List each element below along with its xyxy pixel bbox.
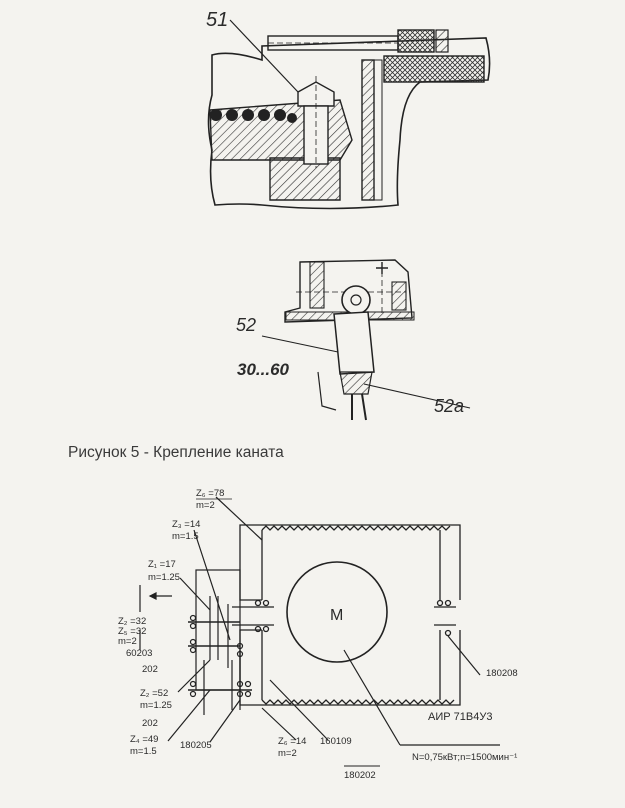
callout-52a: 52а <box>434 396 464 416</box>
gear-z14b-module: m=2 <box>278 748 297 759</box>
gear-z78-module: m=2 <box>196 500 215 511</box>
bearing-180205: 180205 <box>180 740 212 751</box>
gearbox-housing <box>195 569 241 691</box>
drum-zigzag-top <box>261 525 451 531</box>
motor-model: АИР 71В4У3 <box>428 711 492 723</box>
clevis-eye <box>341 285 371 315</box>
vertical-plate <box>361 59 375 201</box>
rope-sleeve <box>333 311 375 375</box>
drum-frame-lower <box>239 629 461 706</box>
housing-outline <box>207 37 491 210</box>
gear-z52-module: m=1.25 <box>140 700 172 711</box>
gear-z17: Z₁ =17 <box>148 559 176 570</box>
drum-frame-left <box>239 524 461 601</box>
gear-z14b: Z₆ =14 <box>278 736 306 747</box>
rope-fastening-drawing: 51 52 30...60 52а <box>206 9 491 421</box>
motor-rating: N=0,75кВт;n=1500мин⁻¹ <box>412 752 517 763</box>
gear-z49: Z₄ =49 <box>130 734 158 745</box>
bearing-60203: 60203 <box>126 648 152 659</box>
bearing-180208: 180208 <box>486 668 518 679</box>
gear-z17-module: m=1.25 <box>148 572 180 583</box>
gear-z49-module: m=1.5 <box>130 746 157 757</box>
gear-z14a: Z₃ =14 <box>172 519 200 530</box>
gear-z32: Z₂ =32 <box>118 616 146 627</box>
gear-z32-module: m=2 <box>118 636 137 647</box>
clamp-block <box>383 55 485 83</box>
gear-z52: Z₂ =52 <box>140 688 168 699</box>
motor-label: M <box>330 607 343 624</box>
bearing-202-a: 202 <box>142 664 158 675</box>
bolt <box>297 76 335 168</box>
drum-body <box>209 99 353 161</box>
gear-z14a-module: m=1.5 <box>172 531 199 542</box>
bearing-202-b: 202 <box>142 718 158 729</box>
callout-angle: 30...60 <box>237 360 290 379</box>
rope-coils <box>210 109 297 123</box>
callout-52: 52 <box>236 315 256 335</box>
top-rod-end <box>397 29 435 53</box>
bearing-180202: 180202 <box>344 770 376 781</box>
gear-z78: Z₆ =78 <box>196 488 224 499</box>
gear-z32b: Z₅ =32 <box>118 626 146 637</box>
bearing-160109: 160109 <box>320 736 352 747</box>
callout-51: 51 <box>206 9 228 31</box>
figure-caption: Рисунок 5 - Крепление каната <box>68 444 284 461</box>
motor-symbol <box>286 561 388 663</box>
drum-zigzag-bottom <box>261 699 455 705</box>
